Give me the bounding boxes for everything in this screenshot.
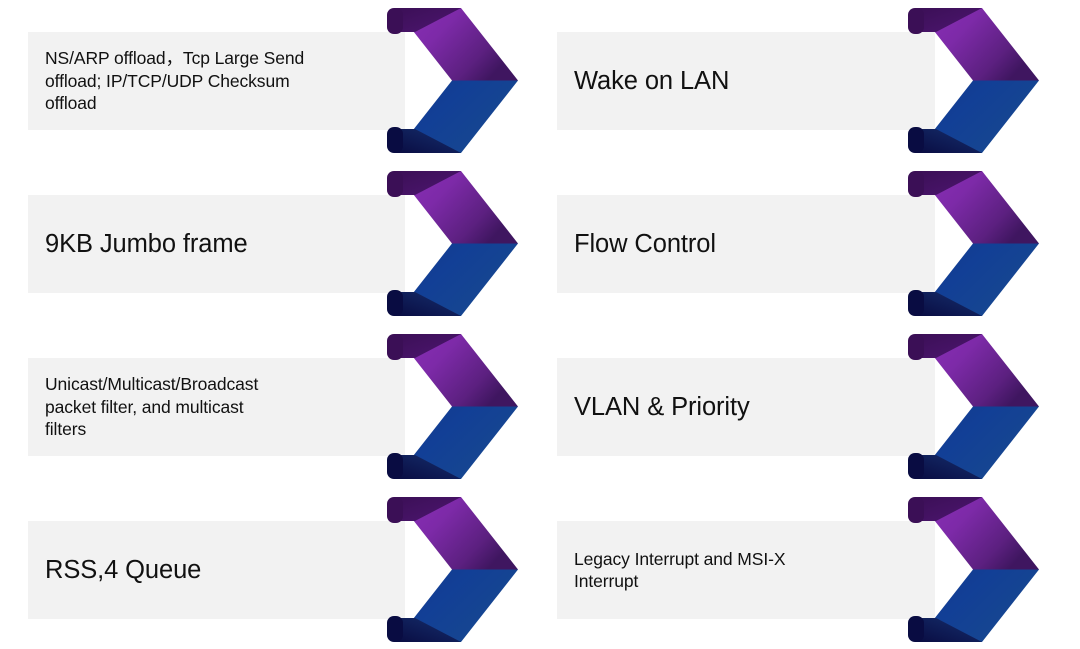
feature-bar-packet-filter[interactable]: Unicast/Multicast/Broadcast packet filte… — [28, 358, 405, 456]
chevron-arrow-icon — [908, 8, 1039, 153]
feature-bar-vlan-priority[interactable]: VLAN & Priority — [557, 358, 935, 456]
feature-chevron-wake-on-lan — [908, 8, 1039, 153]
chevron-arrow-icon — [908, 334, 1039, 479]
chevron-arrow-icon — [387, 334, 518, 479]
feature-chevron-interrupts — [908, 497, 1039, 642]
feature-label-vlan-priority: VLAN & Priority — [574, 392, 750, 421]
feature-item-interrupts[interactable]: Legacy Interrupt and MSI-X Interrupt — [557, 497, 1039, 642]
feature-chevron-offload — [387, 8, 518, 153]
feature-chevron-packet-filter — [387, 334, 518, 479]
feature-label-jumbo-frame: 9KB Jumbo frame — [45, 229, 248, 258]
feature-chevron-jumbo-frame — [387, 171, 518, 316]
feature-item-flow-control[interactable]: Flow Control — [557, 171, 1039, 316]
feature-item-vlan-priority[interactable]: VLAN & Priority — [557, 334, 1039, 479]
feature-chevron-rss-queue — [387, 497, 518, 642]
feature-label-flow-control: Flow Control — [574, 229, 716, 258]
feature-bar-jumbo-frame[interactable]: 9KB Jumbo frame — [28, 195, 405, 293]
feature-label-offload: NS/ARP offload，Tcp Large Send offload; I… — [45, 48, 305, 114]
feature-item-jumbo-frame[interactable]: 9KB Jumbo frame — [28, 171, 518, 316]
feature-item-offload[interactable]: NS/ARP offload，Tcp Large Send offload; I… — [28, 8, 518, 153]
feature-chevron-vlan-priority — [908, 334, 1039, 479]
feature-item-rss-queue[interactable]: RSS,4 Queue — [28, 497, 518, 642]
chevron-arrow-icon — [908, 171, 1039, 316]
chevron-arrow-icon — [387, 8, 518, 153]
feature-bar-offload[interactable]: NS/ARP offload，Tcp Large Send offload; I… — [28, 32, 405, 130]
feature-label-packet-filter: Unicast/Multicast/Broadcast packet filte… — [45, 374, 259, 440]
feature-bar-rss-queue[interactable]: RSS,4 Queue — [28, 521, 405, 619]
chevron-arrow-icon — [908, 497, 1039, 642]
feature-bar-wake-on-lan[interactable]: Wake on LAN — [557, 32, 935, 130]
feature-item-packet-filter[interactable]: Unicast/Multicast/Broadcast packet filte… — [28, 334, 518, 479]
chevron-arrow-icon — [387, 497, 518, 642]
feature-bar-flow-control[interactable]: Flow Control — [557, 195, 935, 293]
feature-item-wake-on-lan[interactable]: Wake on LAN — [557, 8, 1039, 153]
feature-label-wake-on-lan: Wake on LAN — [574, 66, 730, 95]
feature-bar-interrupts[interactable]: Legacy Interrupt and MSI-X Interrupt — [557, 521, 935, 619]
feature-chevron-flow-control — [908, 171, 1039, 316]
feature-label-interrupts: Legacy Interrupt and MSI-X Interrupt — [574, 548, 786, 591]
chevron-arrow-icon — [387, 171, 518, 316]
feature-label-rss-queue: RSS,4 Queue — [45, 555, 202, 584]
